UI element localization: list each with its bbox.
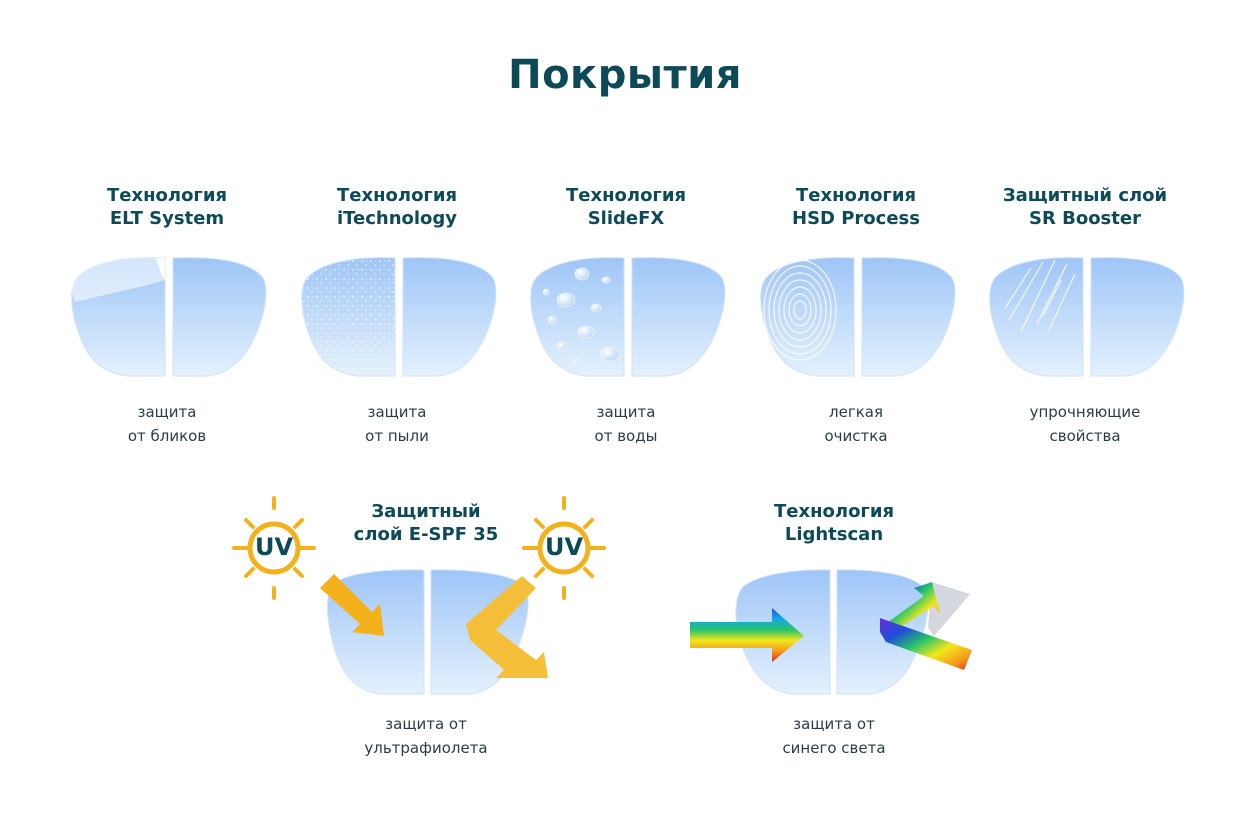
coating-title: Защитный слой SR Booster — [1002, 185, 1168, 229]
uv-lens-illustration — [320, 569, 548, 695]
uv-badge-label: UV — [544, 533, 584, 561]
sun-uv-icon-right: UV — [522, 496, 606, 600]
lens-water-illustration — [530, 257, 726, 377]
sun-icon — [232, 496, 316, 600]
coating-title: Технология ELT System — [106, 185, 228, 229]
sun-uv-icon-left: UV — [232, 496, 316, 600]
coating-card-itechnology: Технология iTechnology защита от пыли — [292, 184, 502, 448]
coating-card-hsd-process: Технология HSD Process легкая очистка — [751, 184, 961, 448]
lens-dust-illustration — [301, 257, 497, 377]
uv-title: Защитный слой E-SPF 35 — [353, 501, 499, 545]
coating-caption: легкая очистка — [824, 403, 888, 445]
lens-fingerprint-illustration — [760, 257, 956, 377]
sun-icon — [522, 496, 606, 600]
uv-badge-label: UV — [254, 533, 294, 561]
lens-glare-illustration — [71, 257, 267, 377]
coating-card-sr-booster: Защитный слой SR Booster упрочняющие сво… — [980, 184, 1190, 448]
uv-caption: защита от ультрафиолета — [364, 715, 488, 757]
coating-card-slidefx: Технология SlideFX защита от в — [521, 184, 731, 448]
lightscan-lens-illustration — [690, 569, 972, 695]
coating-title: Технология SlideFX — [565, 185, 687, 229]
coating-caption: защита от бликов — [127, 403, 207, 445]
lens-scratch-illustration — [989, 257, 1185, 377]
page-title: Покрытия — [508, 52, 742, 98]
coating-title: Технология HSD Process — [792, 185, 920, 229]
coating-caption: защита от воды — [594, 403, 658, 445]
coating-caption: упрочняющие свойства — [1029, 403, 1141, 445]
lightscan-caption: защита от синего света — [782, 715, 886, 757]
lightscan-title: Технология Lightscan — [773, 501, 895, 545]
coating-title: Технология iTechnology — [336, 185, 458, 229]
coating-card-elt-system: Технология ELT System защита от бликов — [62, 184, 272, 448]
coating-caption: защита от пыли — [365, 403, 429, 445]
